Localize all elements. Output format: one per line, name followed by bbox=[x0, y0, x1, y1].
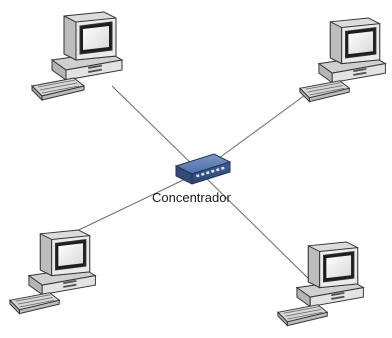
link-bottom-left bbox=[61, 171, 201, 239]
link-top-left bbox=[111, 85, 201, 173]
desktop-computer-icon bbox=[277, 241, 364, 327]
links bbox=[61, 85, 319, 289]
hub-label: Concentrador bbox=[152, 190, 231, 205]
desktop-computer-icon bbox=[31, 11, 123, 101]
link-bottom-right bbox=[199, 171, 319, 289]
desktop-computer-icon bbox=[9, 229, 96, 315]
desktop-computer-icon bbox=[299, 17, 386, 103]
network-hub-icon bbox=[174, 153, 232, 185]
